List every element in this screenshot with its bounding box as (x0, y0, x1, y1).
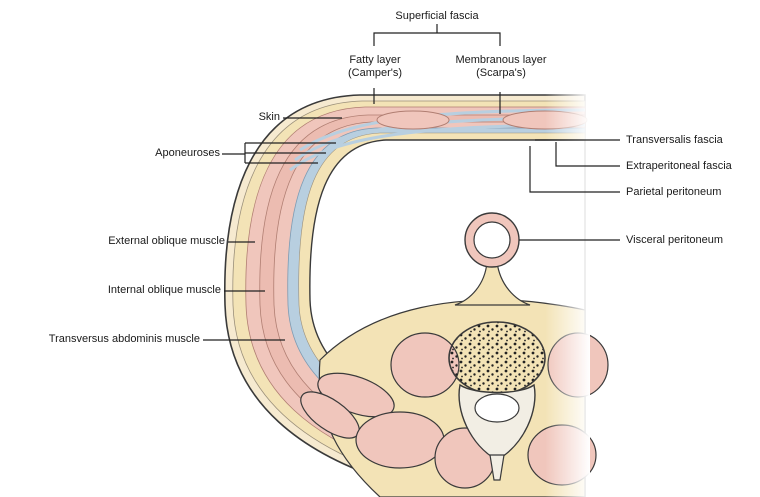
psoas-left (391, 333, 459, 397)
label-membranous-layer: Membranous layer (Scarpa's) (441, 54, 561, 80)
label-transversus-abdominis: Transversus abdominis muscle (0, 333, 200, 346)
vertebral-body (449, 322, 545, 394)
label-membranous-layer-sub: (Scarpa's) (441, 67, 561, 80)
label-fatty-layer: Fatty layer (Camper's) (330, 54, 420, 80)
erector-left (356, 412, 444, 468)
label-parietal-peritoneum: Parietal peritoneum (626, 186, 721, 199)
intestine-inner (474, 222, 510, 258)
label-membranous-layer-title: Membranous layer (441, 54, 561, 67)
label-fatty-layer-sub: (Camper's) (330, 67, 420, 80)
label-external-oblique: External oblique muscle (20, 235, 225, 248)
leader-superficial-bracket (374, 33, 500, 46)
label-internal-oblique: Internal oblique muscle (20, 284, 221, 297)
right-fade (545, 90, 590, 497)
label-superficial-fascia: Superficial fascia (377, 10, 497, 23)
label-extraperitoneal-fascia: Extraperitoneal fascia (626, 160, 732, 173)
vertebral-foramen (475, 394, 519, 422)
label-skin: Skin (220, 111, 280, 124)
rectus-muscle-left (377, 111, 449, 129)
label-transversalis-fascia: Transversalis fascia (626, 134, 723, 147)
label-visceral-peritoneum: Visceral peritoneum (626, 234, 723, 247)
label-fatty-layer-title: Fatty layer (330, 54, 420, 67)
label-aponeuroses: Aponeuroses (100, 147, 220, 160)
